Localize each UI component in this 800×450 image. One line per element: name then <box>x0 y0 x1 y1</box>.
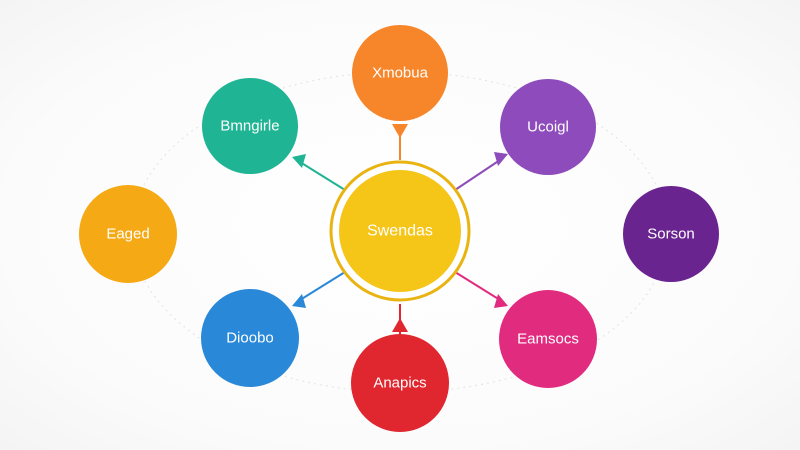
hub-circle <box>339 170 461 292</box>
connector-upper-right <box>454 159 501 191</box>
node-left-label: Eaged <box>106 226 149 243</box>
node-bottom-circle <box>351 334 449 432</box>
node-top[interactable]: Xmobua <box>352 25 448 121</box>
connector-lower-left <box>299 271 346 301</box>
node-upper-left-circle <box>202 78 298 174</box>
node-upper-left-label: Bmngirle <box>220 118 279 135</box>
node-lower-right[interactable]: Eamsocs <box>499 290 597 388</box>
node-lower-right-circle <box>499 290 597 388</box>
connectors <box>292 124 508 336</box>
node-lower-left[interactable]: Dioobo <box>201 289 299 387</box>
node-right-circle <box>623 186 719 282</box>
node-upper-right[interactable]: Ucoigl <box>500 79 596 175</box>
connector-lower-right <box>454 271 501 301</box>
connector-upper-right-arrow <box>494 152 508 166</box>
connector-upper-left <box>299 161 346 191</box>
node-top-label: Xmobua <box>372 65 429 82</box>
hub-label: Swendas <box>367 223 433 240</box>
node-right-label: Sorson <box>647 226 695 243</box>
node-lower-left-label: Dioobo <box>226 330 274 347</box>
node-upper-right-circle <box>500 79 596 175</box>
connector-top-pointer <box>392 124 408 138</box>
node-lower-left-circle <box>201 289 299 387</box>
connector-lower-right-arrow <box>494 294 508 308</box>
node-lower-right-label: Eamsocs <box>517 331 579 348</box>
hub-node[interactable]: Swendas <box>329 160 471 302</box>
node-upper-right-label: Ucoigl <box>527 119 569 136</box>
node-right[interactable]: Sorson <box>623 186 719 282</box>
node-upper-left[interactable]: Bmngirle <box>202 78 298 174</box>
connector-bottom-pointer <box>392 318 408 332</box>
node-left[interactable]: Eaged <box>79 185 177 283</box>
connector-lower-left-arrow <box>292 294 306 308</box>
node-bottom-label: Anapics <box>373 375 426 392</box>
node-left-circle <box>79 185 177 283</box>
node-top-circle <box>352 25 448 121</box>
connector-upper-left-arrow <box>292 154 306 168</box>
node-bottom[interactable]: Anapics <box>351 334 449 432</box>
